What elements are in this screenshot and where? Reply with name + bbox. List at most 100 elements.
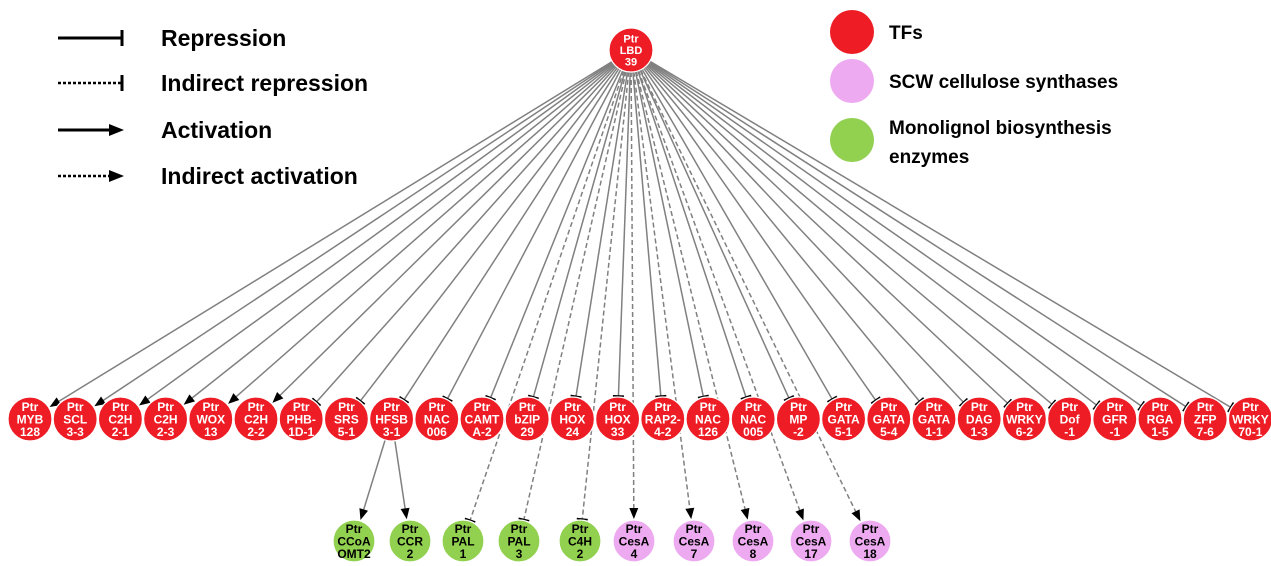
node-label-line: CesA bbox=[619, 534, 650, 548]
edge-line bbox=[634, 71, 705, 397]
node-label-line: GATA bbox=[827, 412, 860, 426]
edge-root-to-rap2 bbox=[632, 71, 667, 398]
node-circle bbox=[1182, 396, 1228, 442]
node-circle bbox=[332, 519, 376, 563]
edge-line bbox=[639, 69, 857, 513]
node-label-line: Ptr bbox=[67, 400, 84, 414]
edge-line bbox=[57, 60, 613, 403]
node-label-line: Ptr bbox=[455, 522, 472, 536]
node-label-line: Ptr bbox=[474, 400, 491, 414]
node-label-line: 7-6 bbox=[1197, 425, 1215, 439]
arrowhead bbox=[359, 508, 369, 520]
edge-root-to-dag bbox=[645, 65, 968, 407]
inhibition-bar bbox=[311, 397, 322, 407]
node-circle bbox=[848, 519, 892, 563]
edge-root-to-scl bbox=[94, 61, 614, 407]
node-label-line: CAMT bbox=[465, 412, 500, 426]
node-circle bbox=[52, 396, 98, 442]
edge-root-to-nac bbox=[634, 71, 709, 399]
node-label-line: C2H bbox=[108, 412, 132, 426]
node-label-line: PAL bbox=[451, 534, 474, 548]
node-circle bbox=[323, 396, 369, 442]
node-label-line: 24 bbox=[566, 425, 580, 439]
inhibition-bar bbox=[570, 394, 582, 398]
legend-node-item: TFs bbox=[830, 10, 923, 54]
arrowhead bbox=[228, 393, 240, 404]
edge-line bbox=[648, 62, 1097, 406]
node-label-line: -1 bbox=[1109, 425, 1120, 439]
node-label-line: 6-2 bbox=[1016, 425, 1034, 439]
inhibition-bar bbox=[527, 394, 539, 400]
node-label-line: Ptr bbox=[383, 400, 400, 414]
arrowhead bbox=[109, 124, 124, 136]
edge-line bbox=[362, 439, 386, 511]
node-circle bbox=[558, 519, 602, 563]
edge-line bbox=[646, 64, 1009, 404]
node-circle bbox=[911, 396, 957, 442]
legend-edge-repression: Repression bbox=[58, 25, 286, 51]
edge-root-to-srs bbox=[355, 66, 619, 405]
node-label-line: HFSB bbox=[375, 412, 408, 426]
inhibition-bar bbox=[783, 395, 795, 402]
edge-root-to-hox bbox=[570, 71, 629, 398]
node-label-line: Ptr bbox=[609, 400, 626, 414]
node-label-line: C2H bbox=[154, 412, 178, 426]
arrowhead bbox=[94, 396, 107, 407]
node-label-line: Ptr bbox=[402, 522, 419, 536]
node-circle bbox=[1227, 396, 1271, 442]
edge-line bbox=[649, 60, 1232, 408]
edge-root-to-camt bbox=[485, 70, 624, 401]
node-label-line: 2-3 bbox=[157, 425, 175, 439]
inhibition-bar bbox=[740, 394, 752, 400]
inhibition-bar bbox=[826, 395, 838, 403]
nodes-layer: PtrLBD39PtrMYB128PtrSCL3-3PtrC2H2-1PtrC2… bbox=[7, 27, 1271, 563]
legend-edge-label: Indirect repression bbox=[161, 70, 368, 96]
edge-line bbox=[637, 70, 747, 398]
arrowhead bbox=[139, 395, 151, 406]
inhibition-bar bbox=[464, 517, 476, 523]
inhibition-bar bbox=[399, 396, 410, 404]
node-label-line: Dof bbox=[1060, 412, 1081, 426]
node-label-line: Ptr bbox=[626, 522, 643, 536]
edge-line bbox=[637, 70, 801, 512]
legend-node-label: SCW cellulose synthases bbox=[889, 72, 1118, 93]
node-label-line: 1-3 bbox=[971, 425, 989, 439]
node-label-line: PAL bbox=[507, 534, 530, 548]
inhibition-bar bbox=[914, 397, 925, 406]
edge-to-c4h2 bbox=[576, 71, 630, 521]
arrowhead bbox=[795, 508, 804, 521]
edge-line bbox=[647, 63, 1053, 405]
edge-line bbox=[146, 62, 614, 401]
legend-edge-label: Indirect activation bbox=[161, 163, 358, 189]
arrowhead bbox=[851, 509, 861, 522]
node-circle bbox=[594, 396, 641, 442]
inhibition-bar bbox=[958, 397, 968, 407]
node-label-line: SRS bbox=[334, 412, 359, 426]
node-circle bbox=[1092, 396, 1138, 442]
edge-root-to-wox bbox=[228, 63, 615, 404]
node-label-line: Ptr bbox=[112, 400, 129, 414]
arrowhead bbox=[629, 507, 639, 520]
edge-line bbox=[235, 63, 615, 398]
edge-line bbox=[532, 70, 626, 398]
inhibition-bar bbox=[655, 394, 667, 398]
inhibition-bar bbox=[1092, 400, 1101, 410]
node-circle bbox=[1137, 396, 1183, 442]
